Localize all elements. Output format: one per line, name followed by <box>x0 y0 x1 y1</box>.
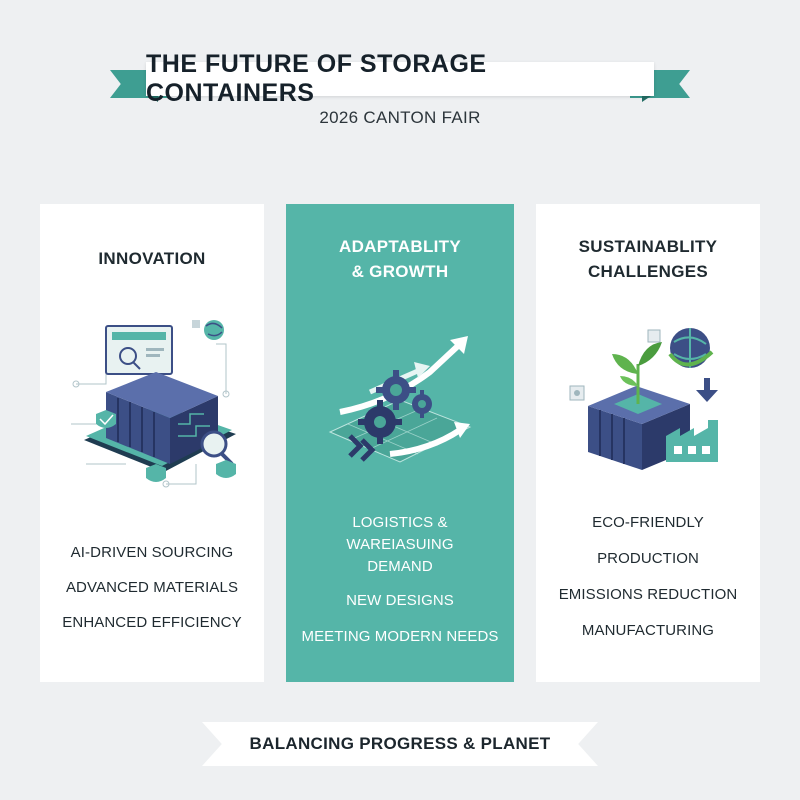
list-item: ECO-FRIENDLY <box>592 514 704 531</box>
title-banner: THE FUTURE OF STORAGE CONTAINERS <box>146 50 654 107</box>
list-item: LOGISTICS & <box>352 514 448 531</box>
panel-item-list: ECO-FRIENDLY PRODUCTION EMISSIONS REDUCT… <box>536 514 760 658</box>
ribbon-fold-right <box>642 94 654 102</box>
panel-item-list: AI-DRIVEN SOURCING ADVANCED MATERIALS EN… <box>40 544 264 649</box>
list-item: ENHANCED EFFICIENCY <box>62 614 242 631</box>
growth-gears-icon <box>328 336 472 463</box>
page-subtitle: 2026 CANTON FAIR <box>319 108 481 127</box>
panel-title-line: INNOVATION <box>98 249 206 268</box>
panel-title-line: SUSTAINABLITY <box>578 237 718 256</box>
bottom-banner: BALANCING PROGRESS & PLANET <box>202 722 598 766</box>
container-tech-icon <box>71 320 236 488</box>
list-item: MEETING MODERN NEEDS <box>301 628 499 645</box>
panel-innovation: INNOVATION <box>40 204 264 682</box>
list-item: AI-DRIVEN SOURCING <box>70 544 234 561</box>
page-title: THE FUTURE OF STORAGE CONTAINERS <box>146 50 487 107</box>
list-item: EMISSIONS REDUCTION <box>558 586 738 603</box>
list-item: MANUFACTURING <box>581 622 715 639</box>
banner-shape <box>202 722 598 766</box>
panel-title: INNOVATION <box>40 246 264 271</box>
panel-sustainablity-challenges: SUSTAINABLITY CHALLENGES <box>536 204 760 682</box>
panel-adaptablity-growth: ADAPTABLITY & GROWTH <box>286 204 514 682</box>
panel-title-line: CHALLENGES <box>587 262 709 281</box>
list-item: NEW DESIGNS <box>346 592 454 609</box>
list-item: WAREIASUING <box>346 536 454 553</box>
ribbon-fold-left <box>146 94 158 102</box>
panel-item-list: LOGISTICS & WAREIASUING DEMAND NEW DESIG… <box>286 514 514 650</box>
panel-title: SUSTAINABLITY CHALLENGES <box>536 234 760 284</box>
list-item: DEMAND <box>367 558 433 575</box>
panel-title: ADAPTABLITY & GROWTH <box>286 234 514 284</box>
eco-container-icon <box>569 328 718 470</box>
banner-text: BALANCING PROGRESS & PLANET <box>249 734 551 753</box>
panel-title-line: ADAPTABLITY <box>339 237 461 256</box>
panel-title-line: & GROWTH <box>351 262 449 281</box>
list-item: PRODUCTION <box>597 550 699 567</box>
title-ribbon: THE FUTURE OF STORAGE CONTAINERS <box>110 50 690 107</box>
list-item: ADVANCED MATERIALS <box>65 579 239 596</box>
